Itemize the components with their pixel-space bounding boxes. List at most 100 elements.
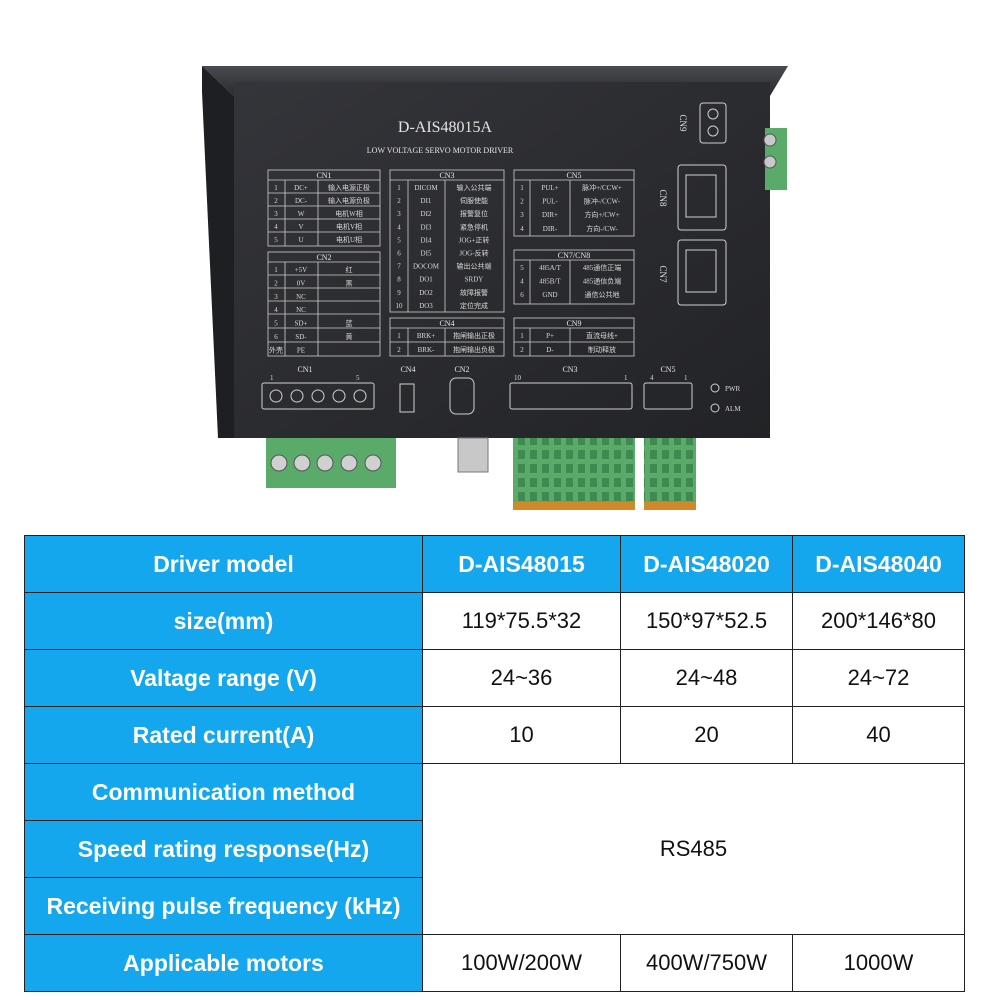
table-row: Rated current(A) 10 20 40 [24,706,965,764]
cn3-bottom-label: CN3 [562,365,577,374]
cn78-cell: 485通信负端 [583,277,622,286]
cn3-cell: JOG+正转 [459,235,490,244]
driver-front-panel [234,82,770,438]
cn3-cell: DI2 [421,210,432,218]
cn3-heading: CN3 [439,171,454,180]
cn1-cell: DC- [295,197,308,205]
model-column-2: D-AIS48020 [620,535,793,593]
cn3-cell: 1 [397,184,401,192]
table-row: Receiving pulse frequency (kHz) [24,877,965,935]
cn5-bottom-label: CN5 [660,365,675,374]
cn5-cell: 1 [520,184,524,192]
cell-value: 10 [422,706,621,764]
cn5-cell: PUL- [542,198,558,206]
row-label: size(mm) [24,592,423,650]
table-row: size(mm) 119*75.5*32 150*97*52.5 200*146… [24,592,965,650]
cell-value: 119*75.5*32 [422,592,621,650]
cn3-cell: DI3 [421,223,432,231]
cn1-cell: V [298,223,303,231]
cn3-cell: 9 [397,289,401,297]
cn1-cell: 5 [274,236,278,244]
cn78-cell: GND [542,291,557,299]
cn2-cell: SD- [295,333,307,341]
cn3-cell: 伺服使能 [460,196,488,205]
cn1-cell: W [298,210,305,218]
cn5-bottom-connector [643,382,693,410]
product-photo: D-AIS48015A LOW VOLTAGE SERVO MOTOR DRIV… [202,66,788,510]
model-column-3: D-AIS48040 [792,535,965,593]
cn5-cell: 3 [520,211,524,219]
model-subtitle: LOW VOLTAGE SERVO MOTOR DRIVER [367,146,514,155]
cn78-cell: 485A/T [539,264,562,272]
cn5-cell: DIR- [543,225,558,233]
cn3-bottom-connector [509,382,633,410]
cn78-cell: 485通信正端 [583,263,622,272]
side-terminal-block [763,128,787,190]
header-label: Driver model [24,535,423,593]
cn1-bottom-connector [261,382,375,410]
cn1-pin-start: 1 [270,374,274,382]
cn5-terminal-pins [644,502,696,510]
cn9-table [513,317,635,357]
cn5-pin-end: 1 [684,374,688,382]
cn78-heading: CN7/CN8 [558,251,590,260]
pwr-led-label: PWR [725,385,741,393]
cn3-pin-end: 1 [624,374,628,382]
cn3-cell: 报警复位 [460,209,488,218]
cn2-cell: 黄 [346,332,353,341]
cn2-cell: 1 [274,266,278,274]
row-label: Valtage range (V) [24,649,423,707]
cn7-port-label: CN7 [658,265,668,283]
cn1-pin-end: 5 [356,374,360,382]
alm-led [710,403,720,413]
cn78-cell: 4 [520,278,524,286]
cn1-cell: U [298,236,303,244]
table-row: Communication method RS485 [24,763,965,935]
cn1-cell: 电机U相 [336,235,362,244]
cn2-cell: 红 [346,265,353,274]
cn2-heading: CN2 [316,253,331,262]
cn8-port-label: CN8 [658,189,668,207]
cn1-cell: DC+ [294,184,308,192]
cn9-cell: D- [546,346,554,354]
cn3-cell: JOG-反转 [459,249,488,258]
cn2-cell: 5 [274,320,278,328]
cn1-cell: 输入电源正极 [328,183,370,192]
cn3-cell: SRDY [465,276,484,284]
cn3-cell: DO1 [419,276,433,284]
spec-table: Driver model D-AIS48015 D-AIS48020 D-AIS… [24,535,965,992]
cn78-cell: 6 [520,291,524,299]
cn1-cell: 电机V相 [336,222,362,231]
cn1-heading: CN1 [316,171,331,180]
cn3-cell: 2 [397,197,401,205]
cn3-cell: DICOM [414,184,438,192]
row-label: Applicable motors [24,934,423,992]
cn3-cell: 5 [397,236,401,244]
cn5-cell: 方向-/CW- [586,224,618,233]
cn3-cell: 故障报警 [460,288,488,297]
cn4-cell: BRK- [418,346,435,354]
cn2-usb-plug [457,437,489,473]
cn5-cell: PUL+ [541,184,558,192]
cell-value: 100W/200W [422,934,621,992]
cn2-table [267,251,381,357]
cn9-cell: 制动释放 [588,345,616,354]
model-label: D-AIS48015A [398,119,493,136]
row-label: Rated current(A) [24,706,423,764]
header-row: Driver model D-AIS48015 D-AIS48020 D-AIS… [24,535,965,593]
cn1-cell: 电机W相 [335,209,363,218]
cn3-cell: 输出公共端 [457,262,492,271]
cn4-cell: 抱闸输出负极 [453,345,495,354]
cn3-cell: 紧急停机 [460,222,488,231]
cn1-cell: 3 [274,210,278,218]
cn9-cell: P+ [546,332,554,340]
cn2-cell: 2 [274,279,278,287]
cell-value: 40 [792,706,965,764]
row-label: Communication method [24,763,423,821]
cn3-cell: DI5 [421,250,432,258]
